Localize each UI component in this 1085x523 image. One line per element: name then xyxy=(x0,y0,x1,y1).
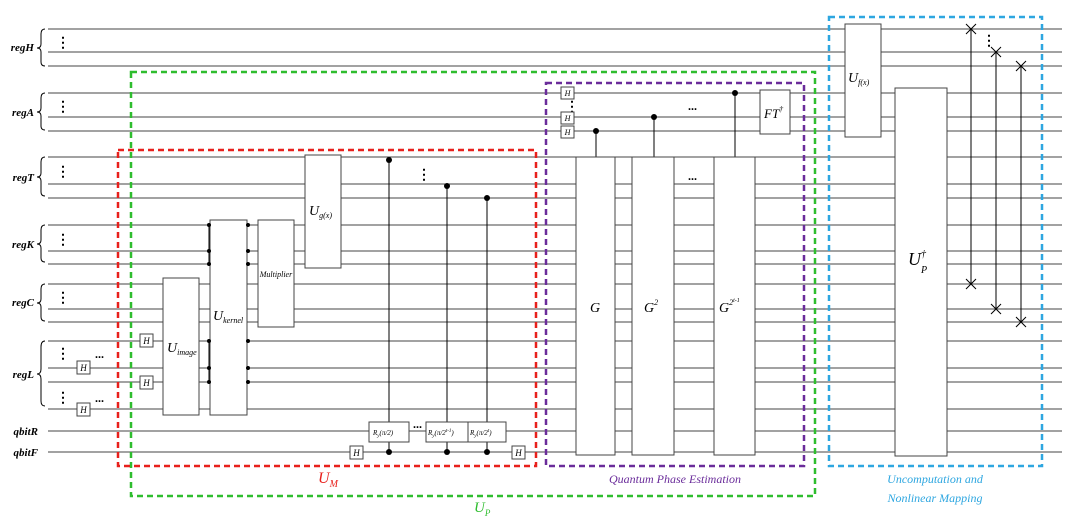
up-box xyxy=(129,70,817,498)
h-gate: H xyxy=(511,445,526,460)
register-labels: regH regA regT regK regC regL qbitR qbit… xyxy=(11,28,46,459)
register-label-regC: regC xyxy=(12,297,35,309)
svg-text:Ry(π/2t): Ry(π/2t) xyxy=(469,429,492,439)
brace-regH xyxy=(36,28,46,67)
vdots-regL-bottom: ⋮ xyxy=(56,391,70,406)
register-label-regK: regK xyxy=(12,239,35,251)
u-kernel-gate: Ukernel xyxy=(208,219,248,416)
qpe-controls xyxy=(593,90,738,157)
svg-text:Uf(x): Uf(x) xyxy=(848,71,870,87)
ry-gate-1: Ry(π/2) xyxy=(368,421,410,443)
h-gate: H xyxy=(139,333,154,348)
inverse-fourier-gate: FT† xyxy=(759,89,791,135)
g-squared-gate: G2 xyxy=(631,156,675,456)
h-gate: H xyxy=(76,402,91,417)
uncomp-box-label-line1: Uncomputation and xyxy=(887,472,984,486)
swap-gates xyxy=(965,23,1027,328)
uncomp-box-label-line2: Nonlinear Mapping xyxy=(887,491,983,505)
svg-text:FT†: FT† xyxy=(763,105,784,121)
svg-text:G2: G2 xyxy=(644,298,658,316)
hdots-qpe-mid: ... xyxy=(688,169,697,183)
register-label-regA: regA xyxy=(12,107,34,119)
brace-regL xyxy=(36,340,46,407)
u-gx-gate: Ug(x) xyxy=(304,154,342,269)
vdots-regC: ⋮ xyxy=(56,291,70,306)
register-label-qbitF: qbitF xyxy=(14,447,39,459)
g-power-gate: G2t-1 xyxy=(713,156,756,456)
svg-text:H: H xyxy=(514,448,522,458)
svg-text:Ug(x): Ug(x) xyxy=(309,204,332,220)
up-box-label: UP xyxy=(474,500,491,518)
register-label-regT: regT xyxy=(13,172,36,184)
vdots-regA-qpe: ⋮ xyxy=(565,100,579,115)
vdots-regA: ⋮ xyxy=(56,100,70,115)
g-gate: G xyxy=(575,156,616,456)
register-label-qbitR: qbitR xyxy=(14,426,38,438)
svg-text:H: H xyxy=(564,89,572,98)
register-ellipses: ⋮ ⋮ ⋮ ⋮ ⋮ ⋮ ⋮ ⋮ ⋮ ⋮ xyxy=(56,34,996,406)
hdots-rotations: ... xyxy=(413,417,422,431)
svg-text:H: H xyxy=(352,448,360,458)
svg-text:Multiplier: Multiplier xyxy=(259,270,293,279)
svg-text:Uimage: Uimage xyxy=(167,341,197,357)
vdots-regT: ⋮ xyxy=(56,165,70,180)
vdots-regT-mid: ⋮ xyxy=(417,168,431,183)
h-gate: H xyxy=(76,360,91,375)
ry-gate-2: Ry(π/2t-1) xyxy=(425,421,469,443)
svg-text:H: H xyxy=(142,336,150,346)
svg-text:H: H xyxy=(79,363,87,373)
svg-text:H: H xyxy=(564,114,572,123)
brace-regK xyxy=(36,224,46,263)
hdots-qpe-top: ... xyxy=(688,99,697,113)
vdots-regL-top: ⋮ xyxy=(56,347,70,362)
h-gate: H xyxy=(349,445,364,460)
u-image-gate: Uimage xyxy=(162,277,200,416)
qpe-box-label: Quantum Phase Estimation xyxy=(609,472,741,486)
svg-text:H: H xyxy=(142,378,150,388)
ry-gate-3: Ry(π/2t) xyxy=(467,421,507,443)
svg-text:Ukernel: Ukernel xyxy=(213,309,244,325)
svg-text:G: G xyxy=(590,301,600,316)
qpe-box xyxy=(544,81,806,468)
qpe-h-gates: H H H xyxy=(560,86,575,139)
hdots-regL: ... xyxy=(95,391,104,405)
u-fx-gate: Uf(x) xyxy=(844,23,882,138)
u-kernel-control-dots xyxy=(207,223,250,384)
svg-text:H: H xyxy=(564,128,572,137)
vdots-regH-swap: ⋮ xyxy=(982,34,996,49)
vdots-regH: ⋮ xyxy=(56,36,70,51)
register-label-regH: regH xyxy=(11,42,35,54)
controlled-rotations xyxy=(386,157,490,455)
brace-regC xyxy=(36,283,46,322)
u-p-dagger-gate: U†P xyxy=(894,87,948,457)
svg-text:G2t-1: G2t-1 xyxy=(719,298,740,316)
register-label-regL: regL xyxy=(13,369,35,381)
um-box-label: UM xyxy=(318,470,339,490)
svg-text:Ry(π/2): Ry(π/2) xyxy=(372,429,394,439)
brace-regA xyxy=(36,92,46,131)
brace-regT xyxy=(36,156,46,197)
svg-text:U†P: U†P xyxy=(908,249,927,276)
um-box xyxy=(116,148,538,468)
vdots-regK: ⋮ xyxy=(56,233,70,248)
multiplier-gate: Multiplier xyxy=(257,219,295,328)
svg-text:Ry(π/2t-1): Ry(π/2t-1) xyxy=(427,429,454,439)
h-gate: H xyxy=(139,375,154,390)
hdots-regL: ... xyxy=(95,347,104,361)
svg-text:H: H xyxy=(79,405,87,415)
